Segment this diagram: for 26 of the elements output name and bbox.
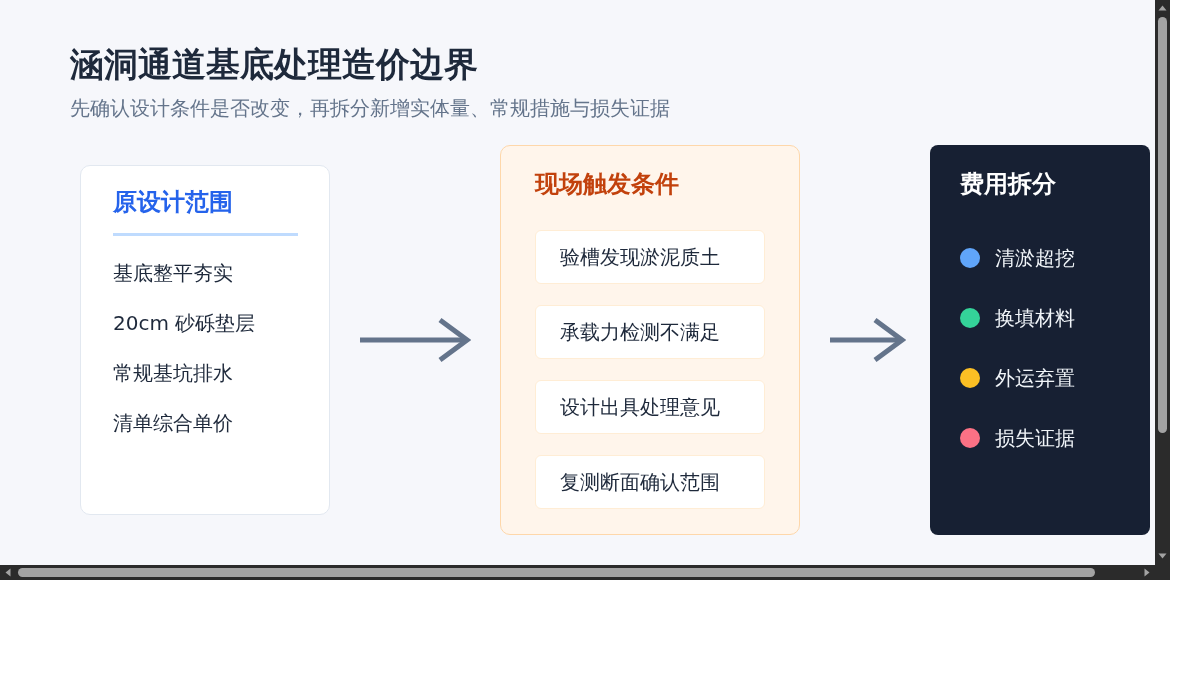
condition-text: 设计出具处理意见 bbox=[559, 393, 720, 421]
arrow bbox=[830, 317, 905, 363]
page-title: 涵洞通道基底处理造价边界 bbox=[70, 43, 478, 86]
subtitle-text: 先确认设计条件是否改变，再拆分新增实体量、常规措施与损失证据 bbox=[70, 97, 670, 121]
scope-item-text: 常规基坑排水 bbox=[113, 360, 233, 387]
cost-item-text: 外运弃置 bbox=[995, 365, 1075, 392]
condition-text: 复测断面确认范围 bbox=[559, 468, 720, 496]
scope-card bbox=[80, 165, 330, 515]
cost-panel bbox=[930, 145, 1150, 535]
condition-box bbox=[534, 454, 765, 509]
condition-box bbox=[534, 229, 765, 284]
scope-item-text: 基底整平夯实 bbox=[113, 260, 233, 287]
cost-item-text: 损失证据 bbox=[995, 425, 1075, 452]
cost-item-text: 清淤超挖 bbox=[995, 245, 1075, 272]
condition-text: 承载力检测不满足 bbox=[559, 318, 720, 346]
section-heading: 原设计范围 bbox=[113, 187, 234, 217]
arrow bbox=[360, 317, 470, 363]
section-heading: 费用拆分 bbox=[960, 169, 1057, 199]
scope-item-text: 20cm 砂砾垫层 bbox=[113, 310, 256, 337]
conditions-panel bbox=[500, 145, 800, 535]
condition-box bbox=[534, 304, 765, 359]
condition-box bbox=[534, 379, 765, 434]
scope-item-text: 清单综合单价 bbox=[113, 410, 233, 437]
section-heading: 现场触发条件 bbox=[535, 169, 680, 199]
cost-item-text: 换填材料 bbox=[995, 305, 1075, 332]
condition-text: 验槽发现淤泥质土 bbox=[559, 243, 720, 271]
